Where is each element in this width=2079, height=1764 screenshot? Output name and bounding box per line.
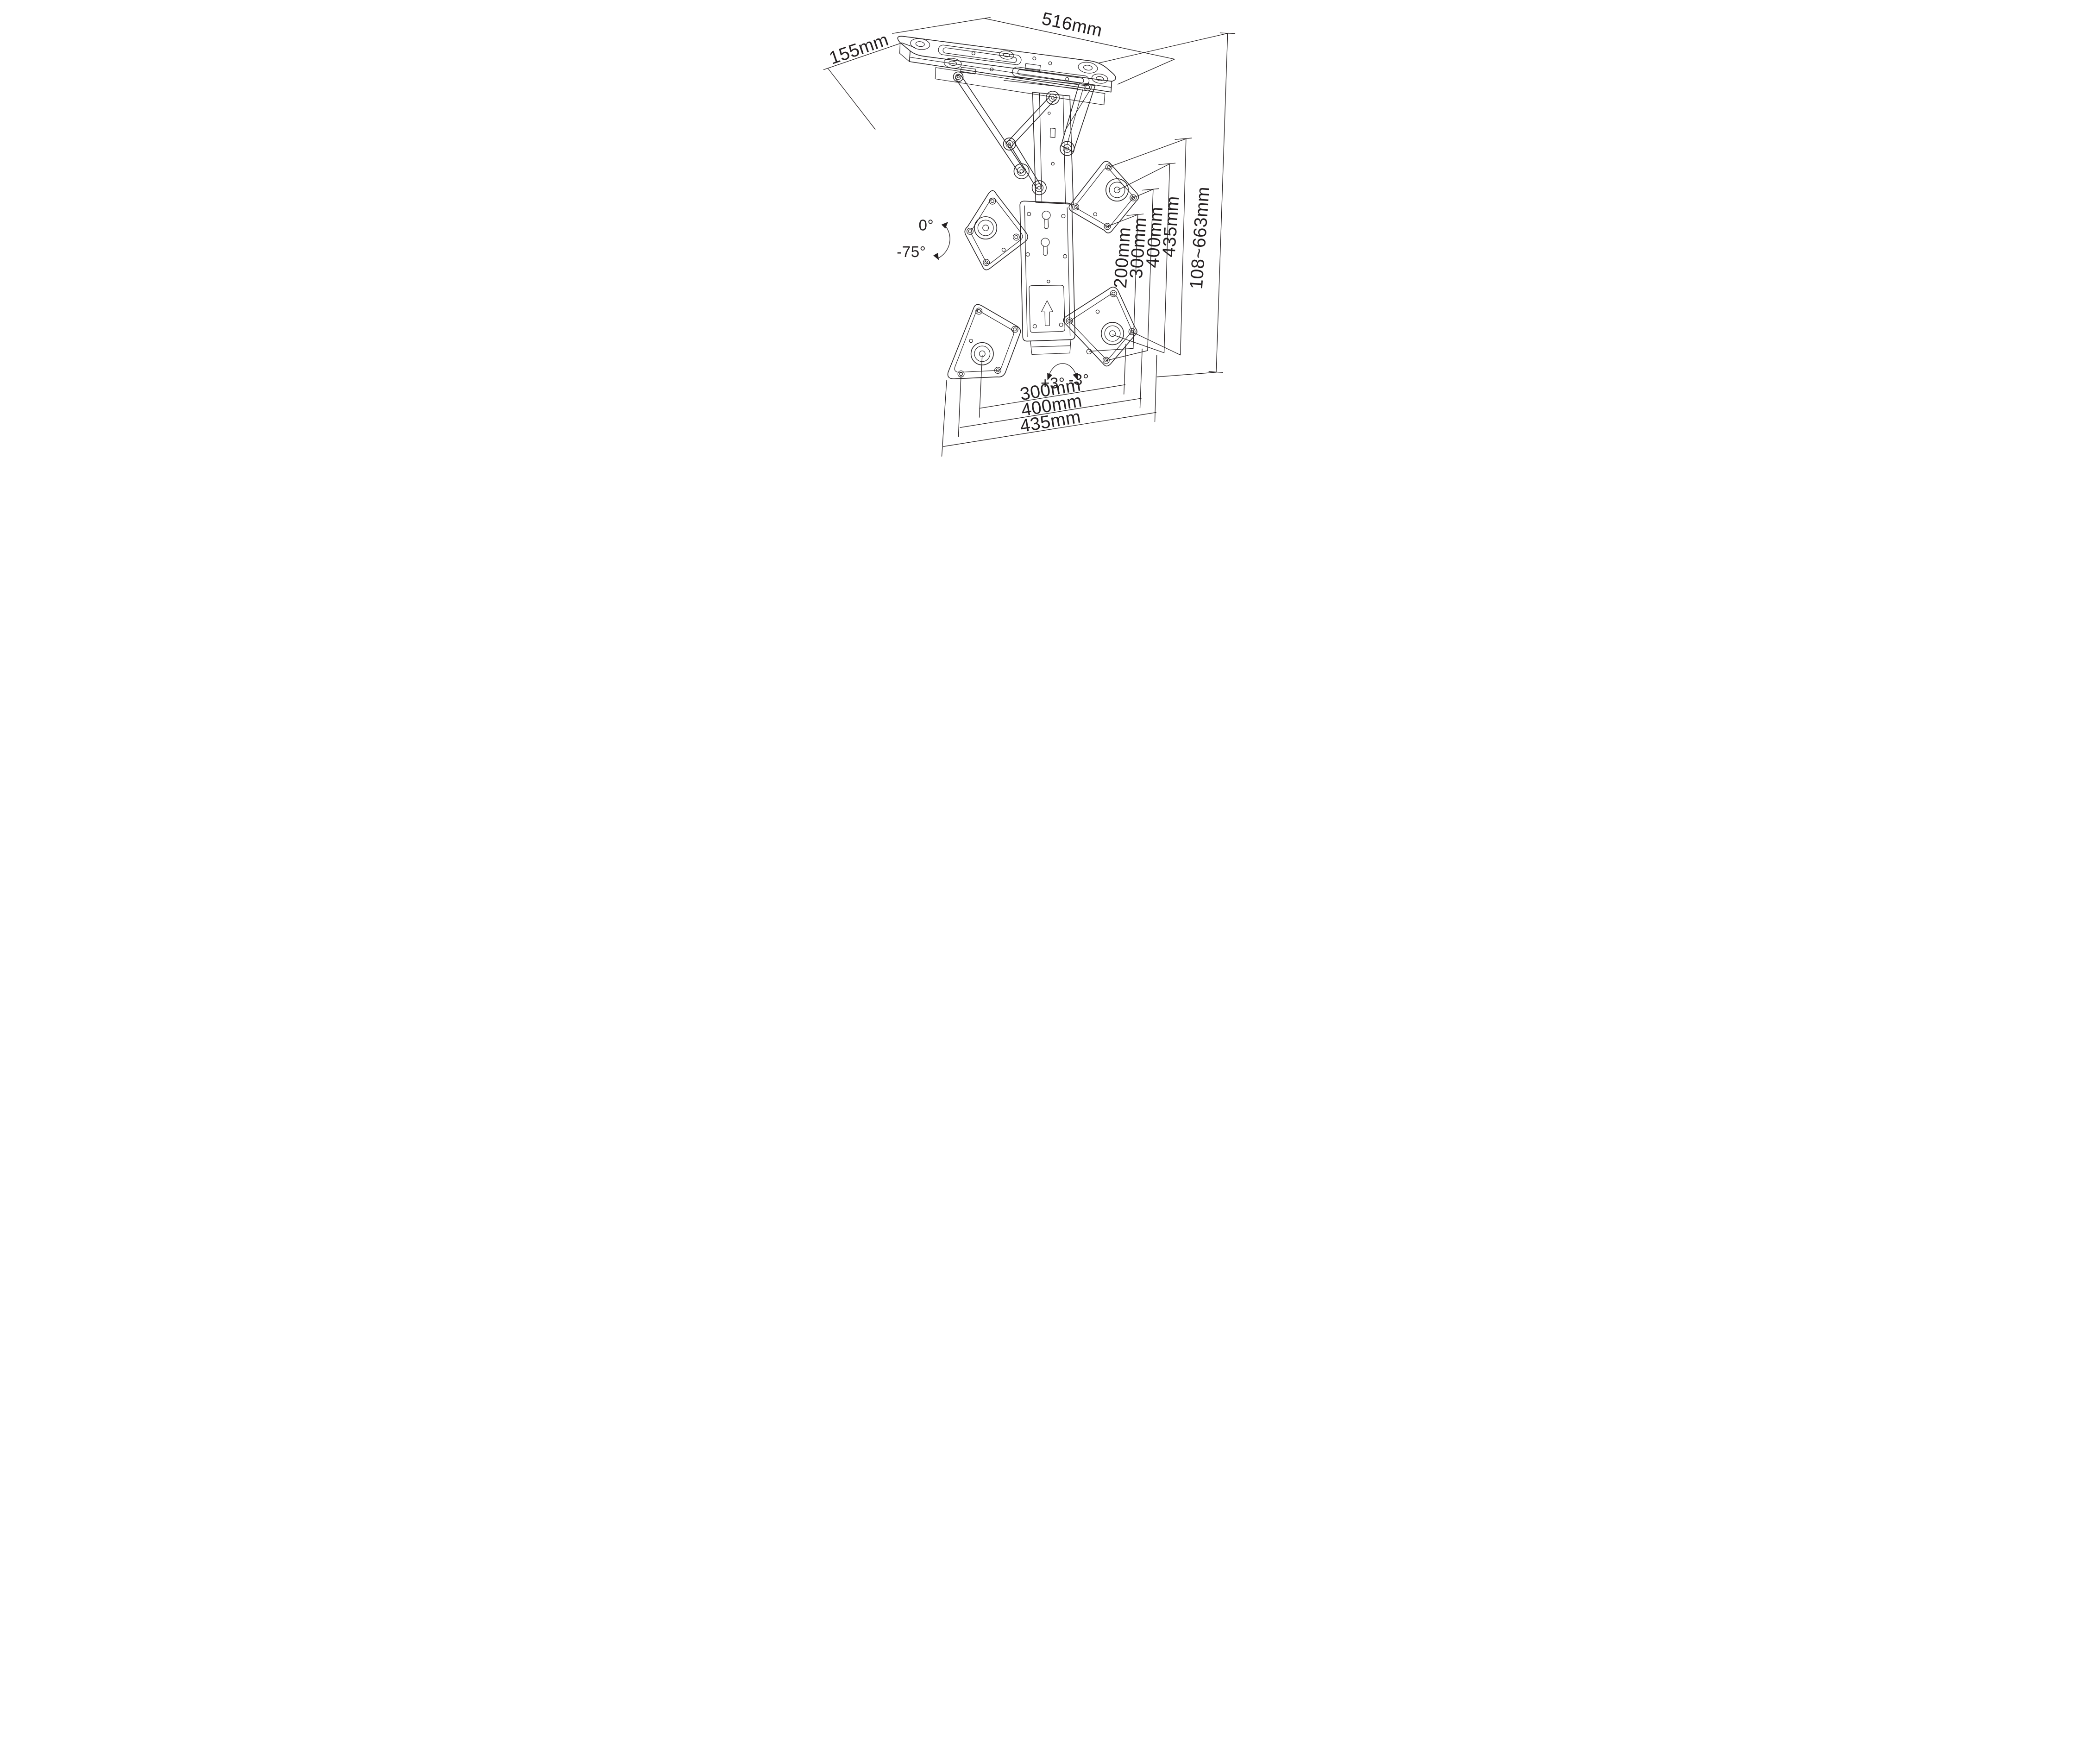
dimension-vesa-400: 400mm bbox=[1112, 163, 1175, 353]
scissor-arm bbox=[1006, 95, 1050, 143]
ceiling-width-label: 516mm bbox=[1040, 9, 1104, 41]
ceiling-depth-label: 155mm bbox=[827, 30, 891, 69]
vesa-400-label: 400mm bbox=[1143, 206, 1167, 269]
vesa-plate-lower-right bbox=[1062, 287, 1137, 367]
dimension-swivel-angle: +3° -3° bbox=[1040, 363, 1089, 392]
tilt-zero-label: 0° bbox=[918, 217, 934, 234]
swivel-arrowhead-left bbox=[1047, 373, 1052, 381]
pivot-wheels bbox=[953, 71, 1092, 195]
lift-arm bbox=[955, 74, 1025, 174]
tilt-arrowhead-down bbox=[933, 252, 939, 260]
ceiling-mount-diagram: 155mm 516mm 0° -75° +3° -3° bbox=[766, 0, 1313, 464]
swivel-arrowhead-right bbox=[1072, 372, 1078, 380]
dimension-ceiling-width: 516mm bbox=[892, 9, 1175, 85]
swivel-plus-label: +3° bbox=[1040, 375, 1065, 392]
height-range-label: 108~663mm bbox=[1186, 186, 1213, 290]
scissor-mechanism bbox=[953, 71, 1096, 205]
swivel-minus-label: -3° bbox=[1068, 371, 1089, 389]
drawing-stage: 155mm 516mm 0° -75° +3° -3° bbox=[766, 0, 1313, 464]
vesa-plate-upper-left bbox=[964, 190, 1028, 270]
dimension-vesa-300: 300mm bbox=[1105, 188, 1159, 361]
vesa-300-label: 300mm bbox=[1126, 217, 1150, 279]
dimension-ceiling-depth: 155mm bbox=[823, 30, 915, 130]
tilt-arrowhead-up bbox=[941, 221, 948, 229]
up-arrow-icon bbox=[1041, 300, 1053, 326]
vesa-bracket bbox=[947, 161, 1139, 379]
ceiling-screw-holes bbox=[910, 38, 1108, 84]
vesa-plate-upper-right bbox=[1068, 161, 1139, 233]
dimension-vesa-200: 200mm bbox=[1088, 213, 1143, 352]
vesa-200-label: 200mm bbox=[1110, 226, 1134, 289]
keyhole-slot bbox=[1040, 211, 1051, 256]
dimension-tilt-angle: 0° -75° bbox=[897, 217, 950, 261]
vesa-plate-lower-left bbox=[947, 304, 1021, 379]
ceiling-plate bbox=[897, 36, 1116, 106]
vesa-center-plate bbox=[1019, 201, 1075, 355]
vesa-435-label: 435mm bbox=[1159, 195, 1183, 258]
tilt-max-label: -75° bbox=[897, 244, 926, 261]
dimension-vesa-435: 435mm bbox=[1108, 138, 1192, 356]
